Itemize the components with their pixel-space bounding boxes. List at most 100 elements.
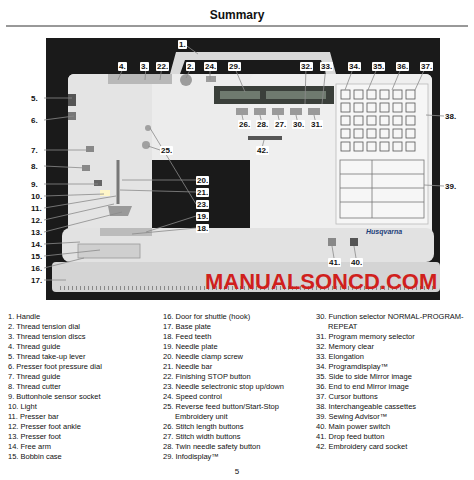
part-list-item: 8. Thread cutter xyxy=(8,382,158,392)
callout-number: 3. xyxy=(140,62,149,71)
handle xyxy=(170,52,336,74)
button-row xyxy=(236,108,320,115)
callout-number: 29. xyxy=(228,62,241,71)
callout-number: 11. xyxy=(30,204,43,213)
callout-number: 22. xyxy=(156,62,169,71)
callout-number: 27. xyxy=(274,120,287,129)
part-list-item: 6. Presser foot pressure dial xyxy=(8,362,158,372)
callout-number: 7. xyxy=(30,146,39,155)
reverse-button xyxy=(142,141,150,149)
part-list-item: 36. End to end Mirror image xyxy=(316,382,466,392)
part-list-item: 28. Twin needle safety button xyxy=(163,442,313,452)
part-list-item: 25. Reverse feed button/Start-Stop Embro… xyxy=(163,402,313,422)
callout-number: 32. xyxy=(300,62,313,71)
needle-bar xyxy=(117,160,120,204)
callout-number: 26. xyxy=(238,120,251,129)
leader-lines xyxy=(44,44,444,280)
part-list-item: 23. Needle selectronic stop up/down xyxy=(163,382,313,392)
page-title: Summary xyxy=(0,8,474,22)
callout-number: 28. xyxy=(256,120,269,129)
speed-control xyxy=(206,76,216,82)
part-list-item: 17. Base plate xyxy=(163,322,313,332)
callout-number: 31. xyxy=(310,120,323,129)
part-list-item: 31. Program memory selector xyxy=(316,332,466,342)
callout-number: 5. xyxy=(30,94,39,103)
part-list-item: 9. Buttonhole sensor socket xyxy=(8,392,158,402)
stitch-icons xyxy=(341,90,415,151)
display-segment xyxy=(266,91,326,99)
part-list-item: 21. Needle bar xyxy=(163,362,313,372)
part-list-item: 4. Thread guide xyxy=(8,342,158,352)
callout-number: 38. xyxy=(444,112,457,121)
callout-number: 35. xyxy=(372,62,385,71)
callout-number: 17. xyxy=(30,276,43,285)
part-list-item: 40. Main power switch xyxy=(316,422,466,432)
part-list-item: 42. Embroidery card socket xyxy=(316,442,466,452)
callout-number: 30. xyxy=(292,120,305,129)
light xyxy=(100,190,110,196)
callout-number: 24. xyxy=(204,62,217,71)
part-list-item: 22. Finishing STOP button xyxy=(163,372,313,382)
callout-number: 6. xyxy=(30,116,39,125)
callout-number: 25. xyxy=(160,146,173,155)
head xyxy=(68,74,152,234)
part-list-item: 12. Presser foot ankle xyxy=(8,422,158,432)
part-list-item: 18. Feed teeth xyxy=(163,332,313,342)
callout-number: 33. xyxy=(320,62,333,71)
part-list-item: 10. Light xyxy=(8,402,158,412)
needle-plate xyxy=(100,228,152,236)
page-number: 5 xyxy=(0,467,474,477)
callout-number: 19. xyxy=(196,212,209,221)
callout-number: 21. xyxy=(196,188,209,197)
part-list-item: 27. Stitch width buttons xyxy=(163,432,313,442)
part-list-item: 20. Needle clamp screw xyxy=(163,352,313,362)
callout-number: 16. xyxy=(30,264,43,273)
photo-ground xyxy=(46,38,440,300)
part-list-item: 5. Thread take-up lever xyxy=(8,352,158,362)
callout-number: 15. xyxy=(30,252,43,261)
drop-feed-button xyxy=(328,238,336,246)
part-list-item: 2. Thread tension dial xyxy=(8,322,158,332)
callout-number: 8. xyxy=(30,162,39,171)
part-list-item: 41. Drop feed button xyxy=(316,432,466,442)
callout-number: 36. xyxy=(396,62,409,71)
callout-number: 18. xyxy=(196,224,209,233)
part-list-item: 37. Cursor buttons xyxy=(316,392,466,402)
part-list-item: 24. Speed control xyxy=(163,392,313,402)
callout-number: 39. xyxy=(444,182,457,191)
part-list-item: 1. Handle xyxy=(8,312,158,322)
callout-number: 42. xyxy=(256,146,269,155)
callout-number: 37. xyxy=(420,62,433,71)
part-list-item: 33. Elongation xyxy=(316,352,466,362)
callout-number: 2. xyxy=(186,62,195,71)
brand-name: Husqvarna xyxy=(366,228,402,236)
callout-number: 34. xyxy=(348,62,361,71)
part-list-item: 38. Interchangeable cassettes xyxy=(316,402,466,412)
part-list-item: 19. Needle plate xyxy=(163,342,313,352)
part-list-item: 7. Thread guide xyxy=(8,372,158,382)
power-switch xyxy=(350,238,358,246)
callout-number: 23. xyxy=(196,200,209,209)
callout-number: 41. xyxy=(328,258,341,267)
card-socket xyxy=(248,136,282,140)
callout-number: 9. xyxy=(30,180,39,189)
part-list-item: 29. Infodisplay™ xyxy=(163,452,313,462)
part-list-item: 3. Thread tension discs xyxy=(8,332,158,342)
part-list-item: 39. Sewing Advisor™ xyxy=(316,412,466,422)
part-list-item: 16. Door for shuttle (hook) xyxy=(163,312,313,322)
watermark: MANUALSONCD.COM xyxy=(205,270,437,294)
header-rule xyxy=(6,26,468,27)
part-list-item: 35. Side to side Mirror image xyxy=(316,372,466,382)
part-list-item: 26. Stitch length buttons xyxy=(163,422,313,432)
part-list-item: 34. Programdisplay™ xyxy=(316,362,466,372)
part-list-item: 11. Presser bar xyxy=(8,412,158,422)
infodisplay xyxy=(214,86,334,104)
part-list-item: 32. Memory clear xyxy=(316,342,466,352)
thread-guide xyxy=(86,146,94,152)
callout-number: 14. xyxy=(30,240,43,249)
tension-unit xyxy=(108,74,172,84)
sensor-socket xyxy=(94,180,102,186)
callout-number: 10. xyxy=(30,192,43,201)
callout-number: 4. xyxy=(118,62,127,71)
